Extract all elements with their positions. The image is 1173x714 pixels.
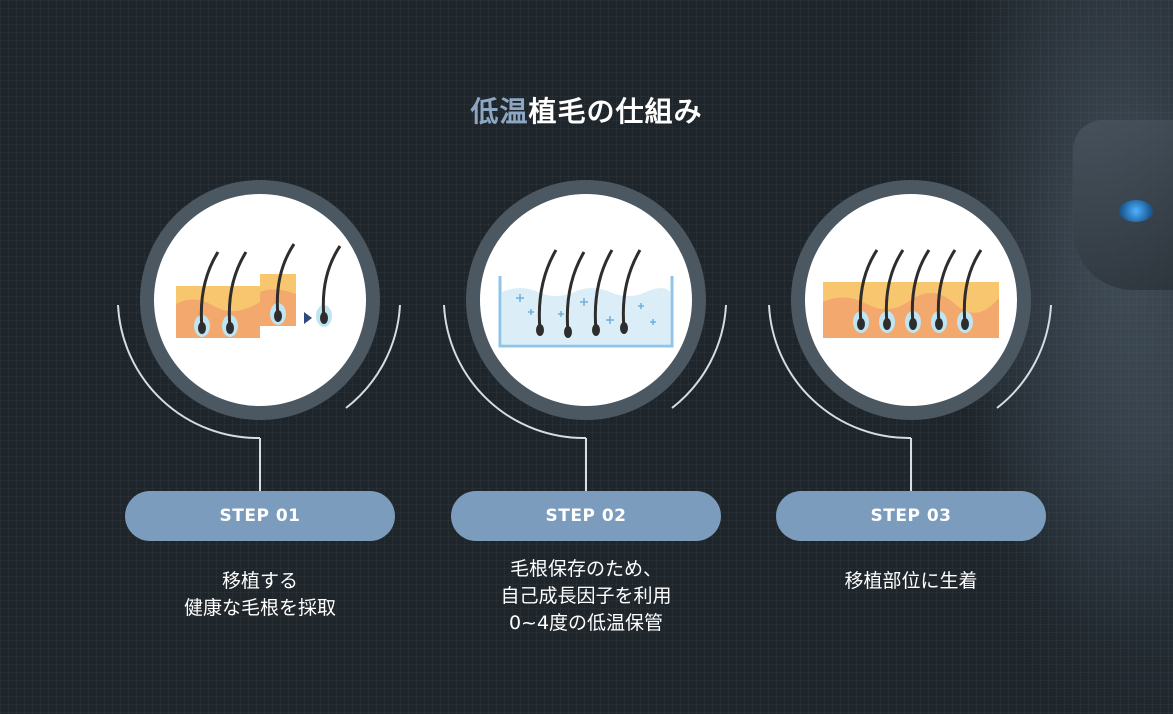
description-line: 移植部位に生着 [844,570,978,592]
step-description: 移植部位に生着 [761,568,1061,595]
step-circle [140,180,380,420]
page-title: 低温植毛の仕組み [0,90,1173,130]
title-accent: 低温 [470,95,529,128]
description-line: 毛根保存のため、 [509,558,662,580]
hair-growth-icon [805,194,1017,406]
description-line: 自己成長因子を利用 [500,585,672,607]
step-description: 移植する 健康な毛根を採取 [110,568,410,622]
step-badge: STEP 03 [776,491,1046,541]
cold-storage-icon [480,194,692,406]
connector-line [259,438,261,493]
connector-line [585,438,587,493]
decorative-arc [768,304,1052,440]
step-badge: STEP 01 [125,491,395,541]
device-light [1119,200,1153,222]
connector-line [910,438,912,493]
description-line: 移植する [221,570,298,592]
step-circle [466,180,706,420]
description-line: 健康な毛根を採取 [183,597,336,619]
step-badge: STEP 02 [451,491,721,541]
hair-follicle-extraction-icon [154,194,366,406]
title-rest: 植毛の仕組み [528,95,703,128]
step-circle [791,180,1031,420]
decorative-arc [443,304,727,440]
step-description: 毛根保存のため、 自己成長因子を利用 0~4度の低温保管 [436,556,736,637]
decorative-arc [117,304,401,440]
description-line: 0~4度の低温保管 [508,612,664,634]
